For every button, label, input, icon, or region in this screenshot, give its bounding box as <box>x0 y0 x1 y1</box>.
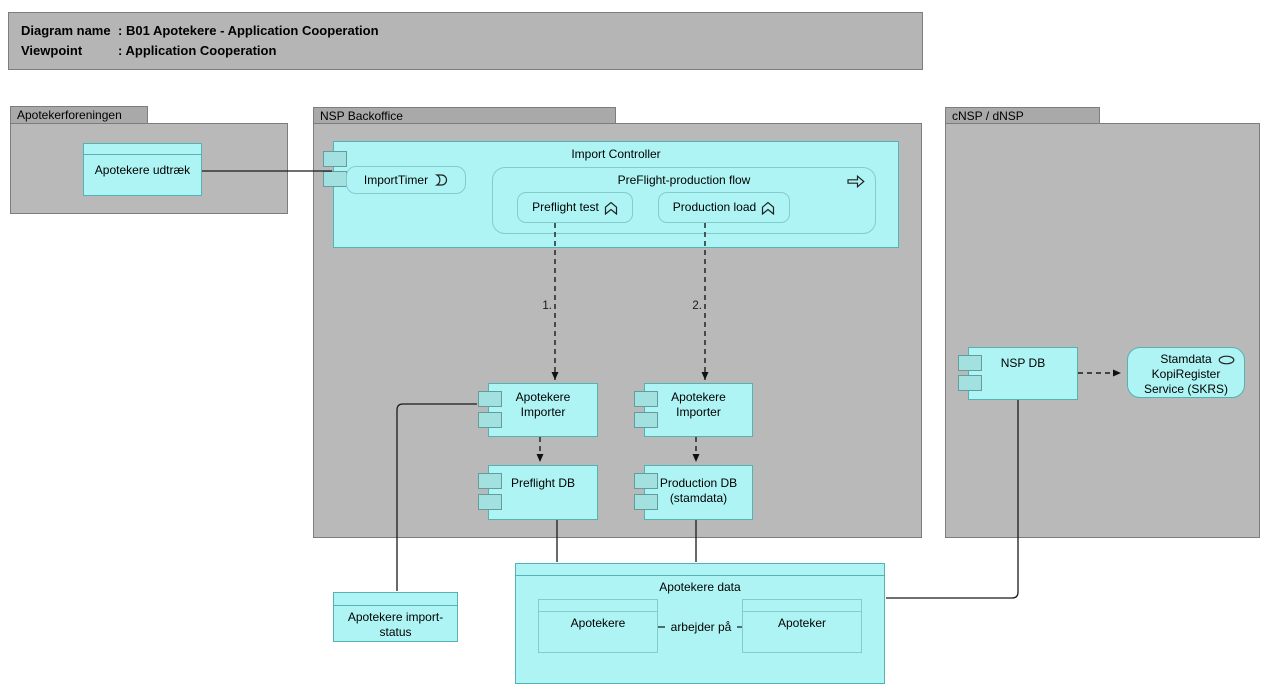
diagram-title-box: Diagram name: B01 Apotekere - Applicatio… <box>8 12 923 70</box>
data-object-band <box>334 593 457 606</box>
group-body-cnsp-dnsp <box>945 123 1260 538</box>
diagram-name-label: Diagram name <box>21 23 111 38</box>
node-label: PreFlight-production flow <box>617 173 751 187</box>
component-port <box>634 391 658 407</box>
node-preflight-test: Preflight test <box>517 192 633 223</box>
group-tab-nsp-backoffice: NSP Backoffice <box>313 107 616 124</box>
group-tab-cnsp-dnsp: cNSP / dNSP <box>945 107 1100 124</box>
node-apotekere-importer-1: Apotekere Importer <box>478 383 598 437</box>
node-label: NSP DB <box>1000 356 1046 370</box>
diagram-name-line: Diagram name: B01 Apotekere - Applicatio… <box>21 21 922 41</box>
node-label: Apotekere data <box>659 580 741 594</box>
viewpoint-label: Viewpoint <box>21 43 83 58</box>
component-port <box>634 494 658 510</box>
function-icon <box>762 201 775 215</box>
component-port <box>634 412 658 428</box>
node-production-db: Production DB (stamdata) <box>634 465 753 520</box>
node-apotekere-udtraek: Apotekere udtræk <box>83 143 202 196</box>
component-port <box>478 391 502 407</box>
component-port <box>958 375 982 391</box>
component-port <box>958 355 982 371</box>
node-preflight-db: Preflight DB <box>478 465 598 520</box>
data-object-band <box>539 600 657 612</box>
node-import-timer: ImportTimer <box>346 166 466 194</box>
node-nsp-db: NSP DB <box>958 347 1078 400</box>
process-arrow-icon <box>847 175 865 188</box>
node-apotekere-object: Apotekere <box>538 599 658 653</box>
relationship-label-arbejder-paa: arbejder på <box>665 619 737 635</box>
diagram-name-value: B01 Apotekere - Application Cooperation <box>125 23 379 38</box>
function-icon <box>604 201 617 215</box>
node-label: Production DB (stamdata) <box>659 476 738 505</box>
node-label: ImportTimer <box>363 172 429 187</box>
node-label: Preflight DB <box>510 476 576 490</box>
data-object-band <box>743 600 861 612</box>
node-apotekere-import-status: Apotekere import-status <box>333 592 458 642</box>
node-label: Production load <box>672 200 757 214</box>
component-port <box>323 171 347 187</box>
component-port <box>478 494 502 510</box>
node-apoteker-object: Apoteker <box>742 599 862 653</box>
node-production-load: Production load <box>658 192 790 223</box>
node-label: Apotekere Importer <box>515 390 571 419</box>
node-skrs-service: Stamdata KopiRegister Service (SKRS) <box>1127 347 1245 398</box>
node-apotekere-importer-2: Apotekere Importer <box>634 383 753 437</box>
separator: : <box>118 43 123 58</box>
viewpoint-line: Viewpoint: Application Cooperation <box>21 41 922 61</box>
component-port <box>478 473 502 489</box>
component-port <box>634 473 658 489</box>
node-label: Apotekere import-status <box>347 610 444 639</box>
service-ellipse-icon <box>1218 355 1235 365</box>
separator: : <box>118 23 123 38</box>
component-port <box>478 412 502 428</box>
group-tab-apotekerforeningen: Apotekerforeningen <box>10 106 148 124</box>
node-label: Preflight test <box>532 200 599 214</box>
node-label: Apoteker <box>777 616 827 630</box>
component-port <box>323 151 347 167</box>
node-label: Apotekere udtræk <box>94 163 191 177</box>
event-icon <box>434 174 448 186</box>
node-label: Apotekere <box>570 616 626 630</box>
data-object-band <box>516 564 884 576</box>
node-label: Apotekere Importer <box>671 390 726 419</box>
node-label: Import Controller <box>571 147 661 161</box>
viewpoint-value: Application Cooperation <box>125 43 277 58</box>
data-object-band <box>84 144 201 155</box>
node-label: Stamdata KopiRegister Service (SKRS) <box>1143 352 1229 396</box>
